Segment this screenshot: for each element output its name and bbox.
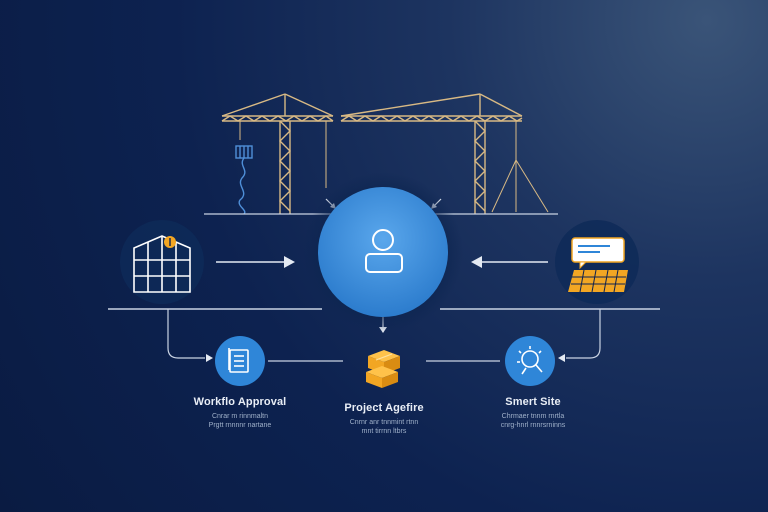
site-monitor-icon: [517, 346, 543, 375]
arrow-workflow: [206, 354, 213, 362]
smart-sub-1: Chrmaer tnnm rnrtla: [501, 413, 565, 420]
project-sub-2: mnt tirrnn ltbrs: [361, 428, 407, 435]
crane-load-icon: [235, 145, 253, 215]
project-sub-1: Cnrnr anr tnnmint rtnn: [349, 419, 419, 426]
hub-circle: [318, 187, 448, 317]
workflow-label: Workflo Approval Cnrar m rinnmaltn Prgtt…: [180, 396, 300, 430]
arrow-right-head: [471, 256, 482, 268]
tower-crane-icon: [221, 93, 549, 214]
project-label: Project Agefire Cnrnr anr tnnmint rtnn m…: [320, 402, 448, 436]
workflow-sub-2: Prgtt rnnnnr nartane: [208, 422, 272, 429]
workflow-title: Workflo Approval: [193, 396, 287, 408]
project-title: Project Agefire: [344, 402, 424, 414]
arrow-left-head: [284, 256, 295, 268]
smart-node-circle: [505, 336, 555, 386]
smart-label: Smert Site Chrmaer tnnm rnrtla cnrg-hnrl…: [478, 396, 588, 430]
workflow-sub-1: Cnrar m rinnmaltn: [211, 413, 268, 420]
chat-keyboard-icon: [568, 237, 628, 293]
connector-workflow: [167, 309, 205, 359]
smart-title: Smert Site: [505, 396, 561, 408]
arrow-smart: [558, 354, 565, 362]
connector-smart: [566, 309, 601, 359]
document-icon: [228, 348, 249, 373]
user-avatar-icon: [365, 229, 403, 273]
smart-sub-2: cnrg-hnrl rnnrsrninns: [500, 422, 566, 429]
boxes-icon: [366, 350, 400, 388]
